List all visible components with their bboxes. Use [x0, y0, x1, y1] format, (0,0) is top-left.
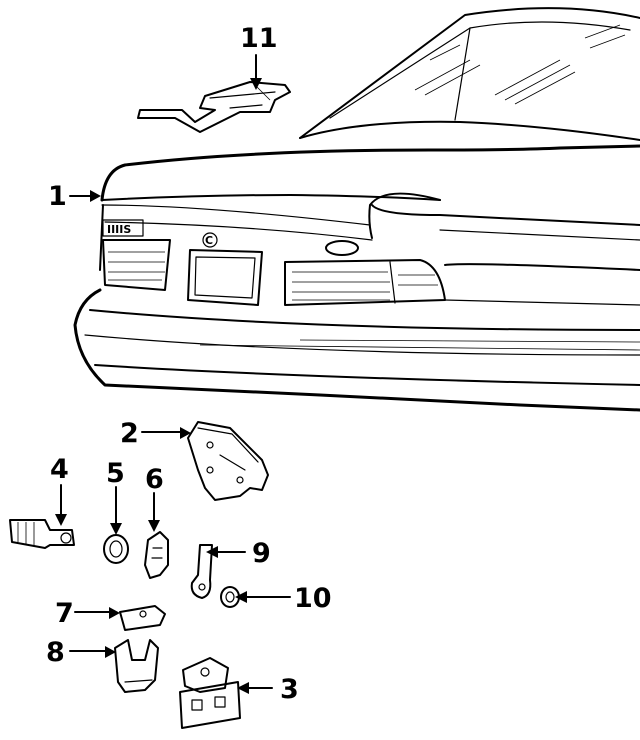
part-4-lock-cylinder	[9, 519, 75, 549]
callout-6: 6	[145, 464, 164, 495]
callout-3: 3	[280, 674, 299, 705]
emblem-letter: C	[205, 234, 213, 247]
rear-bumper	[73, 288, 640, 412]
callout-11: 11	[240, 23, 278, 54]
trunk-lid	[100, 144, 640, 202]
callout-1: 1	[48, 181, 67, 212]
part-9-link-rod	[190, 544, 213, 599]
part-2-latch	[187, 421, 269, 501]
callout-8: 8	[46, 637, 65, 668]
part-11-hinge	[137, 81, 291, 133]
part-7-clip	[119, 605, 166, 631]
leader-lines	[55, 54, 291, 694]
trunk-badge: IIIIS	[107, 223, 131, 236]
part-6-retainer	[144, 531, 169, 579]
car-rear-illustration: IIIIS C	[73, 7, 640, 412]
callout-labels: 11 1 2 4 5 6 9 10 7 8 3	[46, 23, 332, 705]
callout-5: 5	[106, 458, 125, 489]
callout-7: 7	[55, 598, 74, 629]
part-3-striker	[179, 657, 241, 729]
license-plate	[187, 249, 263, 306]
part-5-gasket	[103, 534, 129, 564]
left-tail-light	[102, 239, 171, 291]
callout-2: 2	[120, 418, 139, 449]
trunk-emblem	[202, 232, 218, 248]
callout-10: 10	[294, 583, 332, 614]
part-8-bracket	[114, 639, 159, 693]
callout-9: 9	[252, 538, 271, 569]
rear-window-glare	[414, 24, 626, 105]
oval-emblem	[325, 240, 359, 256]
right-tail-light	[284, 259, 446, 306]
callout-4: 4	[50, 454, 69, 485]
